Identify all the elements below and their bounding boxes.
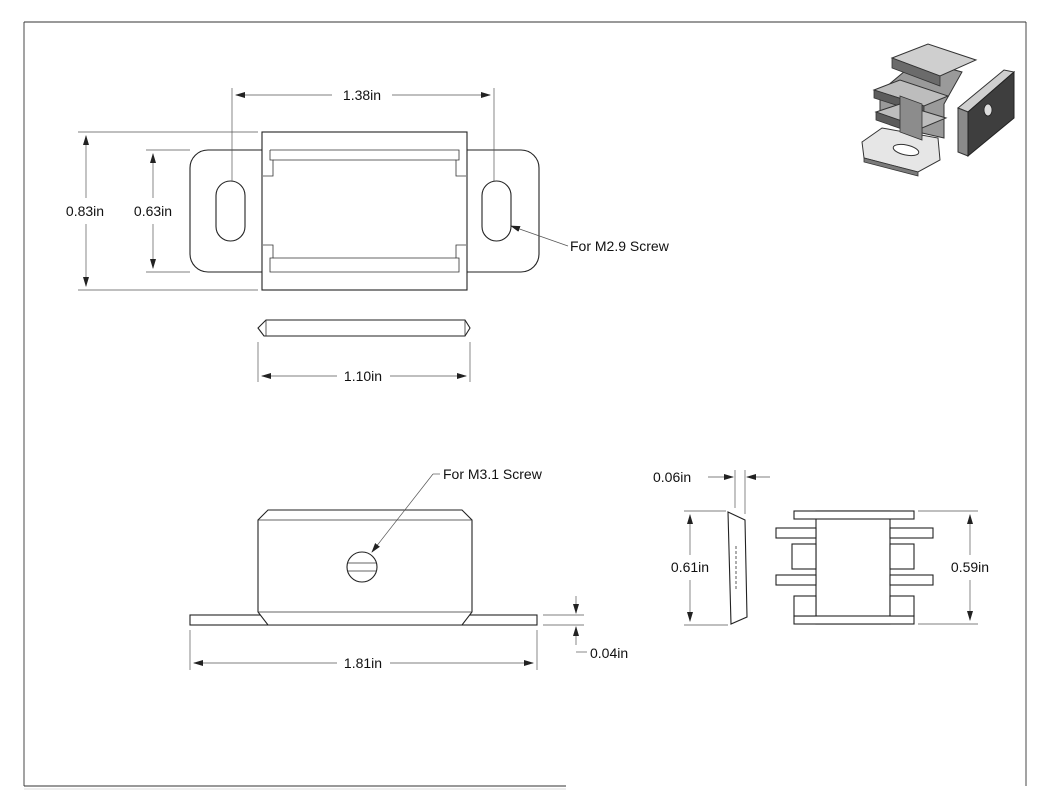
- strike-plate-side: [727, 511, 748, 625]
- side-magnet-left: [791, 543, 817, 570]
- leader-line: [510, 225, 569, 247]
- dim-overall-height: 0.83in: [66, 203, 104, 219]
- magnet-plate-view: 1.10in: [257, 319, 471, 384]
- note-m29-screw: For M2.9 Screw: [570, 238, 670, 254]
- catch-side-body: [815, 510, 891, 625]
- dim-plate-thickness: 0.06in: [653, 469, 691, 485]
- mounting-slot-right: [481, 180, 512, 242]
- drawing-border: [23, 21, 1027, 790]
- side-bottom-rail: [793, 615, 915, 625]
- screw-hole: [346, 551, 378, 583]
- front-view: For M3.1 Screw 1.81in 0.04in: [189, 466, 628, 671]
- dim-plate-width: 1.10in: [344, 368, 382, 384]
- magnetic-catch-isometric-icon: [861, 43, 1016, 177]
- mounting-slot-left: [215, 180, 246, 242]
- dim-body-height: 0.59in: [951, 559, 989, 575]
- side-fin-left-bottom: [775, 574, 817, 586]
- magnet-plate-outline: [257, 319, 471, 337]
- dim-overall-width: 1.81in: [344, 655, 382, 671]
- side-magnet-right: [889, 543, 915, 570]
- side-foot-right: [889, 595, 915, 617]
- side-fin-right-top: [889, 527, 934, 539]
- dim-top-width: 1.38in: [343, 87, 381, 103]
- side-foot-left: [793, 595, 817, 617]
- note-m31-screw: For M3.1 Screw: [443, 466, 543, 482]
- dim-plate-height: 0.61in: [671, 559, 709, 575]
- side-fin-right-bottom: [889, 574, 934, 586]
- side-fin-left-top: [775, 527, 817, 539]
- side-view: 0.06in 0.61in 0.59in: [653, 469, 989, 626]
- dim-inner-height: 0.63in: [134, 203, 172, 219]
- leader-line: [371, 473, 434, 553]
- side-top-rail: [793, 510, 915, 520]
- top-view: 1.38in 0.83in 0.63in For M2.9 Screw: [66, 87, 670, 291]
- housing-outline: [261, 131, 468, 291]
- dim-tab-thickness: 0.04in: [590, 645, 628, 661]
